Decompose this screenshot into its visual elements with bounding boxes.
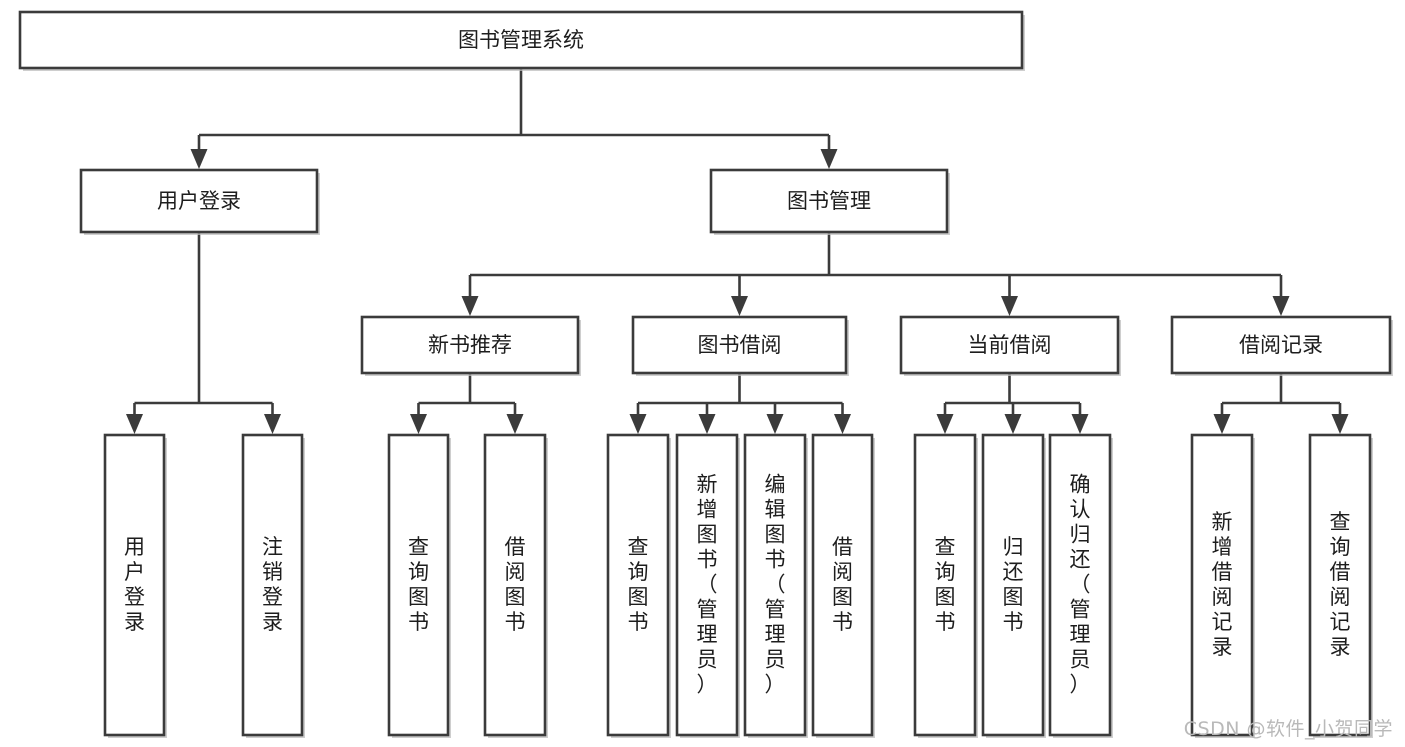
node-box: [709, 168, 949, 234]
node-n1[interactable]: 用户登录: [79, 168, 320, 235]
node-box: [1170, 315, 1392, 375]
node-l6[interactable]: 新增图书（管理员）: [675, 433, 740, 738]
node-l10[interactable]: 归还图书: [981, 433, 1046, 738]
node-label: 当前借阅: [968, 333, 1052, 357]
node-box: [743, 433, 807, 737]
connector-group-n2: [461, 232, 1290, 316]
svg-text:查询图书: 查询图书: [628, 535, 649, 634]
connector-group-n4: [629, 373, 851, 434]
node-l7[interactable]: 编辑图书（管理员）: [743, 433, 808, 738]
svg-text:借阅图书: 借阅图书: [832, 535, 853, 634]
node-box: [360, 315, 580, 375]
node-label: 图书管理系统: [458, 28, 584, 52]
node-l13[interactable]: 查询借阅记录: [1308, 433, 1373, 738]
connector-group-n3: [410, 373, 524, 434]
svg-text:查询图书: 查询图书: [935, 535, 956, 634]
node-label: 用户登录: [157, 189, 241, 213]
node-l12[interactable]: 新增借阅记录: [1190, 433, 1255, 738]
node-box: [899, 315, 1120, 375]
node-n6[interactable]: 借阅记录: [1170, 315, 1393, 376]
connector-layer: [126, 68, 1349, 434]
node-box: [103, 433, 166, 737]
node-label: 借阅记录: [1239, 333, 1323, 357]
node-n3[interactable]: 新书推荐: [360, 315, 581, 376]
node-label: 新书推荐: [428, 333, 512, 357]
connector-group-root: [190, 68, 838, 169]
svg-text:查询图书: 查询图书: [408, 535, 429, 634]
node-l9[interactable]: 查询图书: [913, 433, 978, 738]
node-l1[interactable]: 用户登录: [103, 433, 167, 738]
svg-text:确认归还（管理员）: 确认归还（管理员）: [1070, 473, 1091, 697]
node-box: [913, 433, 977, 737]
node-l5[interactable]: 查询图书: [606, 433, 671, 738]
node-box: [606, 433, 670, 737]
node-root[interactable]: 图书管理系统: [18, 10, 1025, 71]
node-label: 图书借阅: [698, 333, 782, 357]
svg-text:新增图书（管理员）: 新增图书（管理员）: [697, 473, 718, 697]
node-box: [483, 433, 547, 737]
svg-text:借阅图书: 借阅图书: [505, 535, 526, 634]
node-box: [631, 315, 848, 375]
node-box: [1308, 433, 1372, 737]
connector-group-n5: [936, 373, 1089, 434]
node-box: [18, 10, 1024, 70]
node-l8[interactable]: 借阅图书: [811, 433, 875, 738]
node-layer: 图书管理系统用户登录图书管理新书推荐图书借阅当前借阅借阅记录用户登录注销登录查询…: [18, 10, 1393, 738]
node-box: [811, 433, 874, 737]
svg-text:注销登录: 注销登录: [262, 535, 283, 634]
node-box: [387, 433, 450, 737]
svg-text:查询借阅记录: 查询借阅记录: [1330, 510, 1351, 659]
node-box: [675, 433, 739, 737]
svg-text:用户登录: 用户登录: [124, 535, 145, 634]
svg-text:归还图书: 归还图书: [1003, 535, 1024, 634]
node-n4[interactable]: 图书借阅: [631, 315, 849, 376]
connector-group-n1: [126, 232, 281, 434]
node-box: [981, 433, 1045, 737]
connector-group-n6: [1213, 373, 1349, 434]
node-box: [79, 168, 319, 234]
node-label: 图书管理: [787, 189, 871, 213]
node-n2[interactable]: 图书管理: [709, 168, 950, 235]
node-box: [241, 433, 304, 737]
node-box: [1048, 433, 1112, 737]
node-l11[interactable]: 确认归还（管理员）: [1048, 433, 1113, 738]
node-l3[interactable]: 查询图书: [387, 433, 451, 738]
svg-text:新增借阅记录: 新增借阅记录: [1212, 510, 1233, 659]
node-l4[interactable]: 借阅图书: [483, 433, 548, 738]
node-l2[interactable]: 注销登录: [241, 433, 305, 738]
svg-text:编辑图书（管理员）: 编辑图书（管理员）: [765, 473, 786, 697]
node-n5[interactable]: 当前借阅: [899, 315, 1121, 376]
node-box: [1190, 433, 1254, 737]
